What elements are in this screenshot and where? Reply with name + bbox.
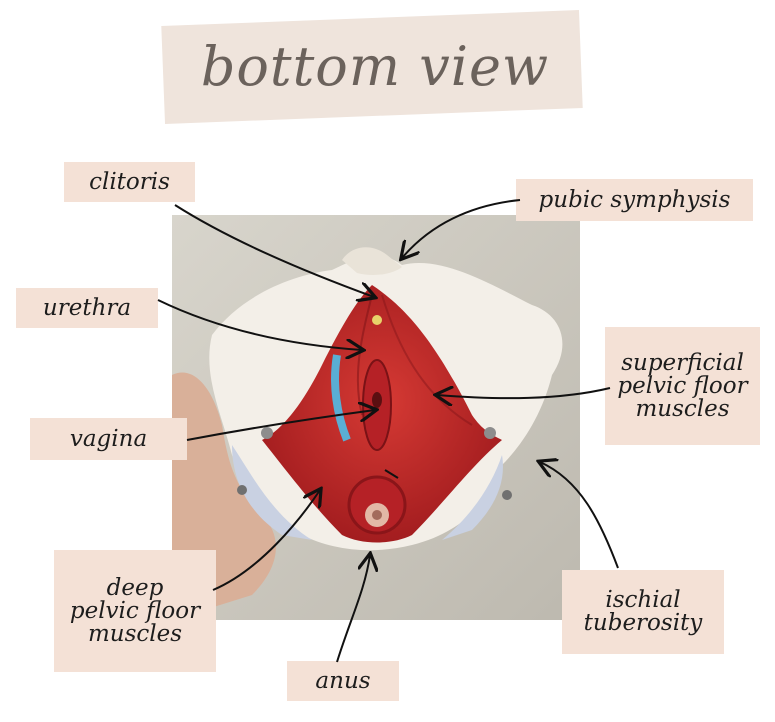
label-pubic-symphysis: pubic symphysis [516, 179, 753, 221]
page-title: bottom view [200, 35, 550, 98]
label-anus: anus [287, 661, 399, 701]
pelvis-model-photo [172, 215, 580, 620]
label-deep-pelvic-floor-muscles: deep pelvic floor muscles [54, 550, 216, 672]
label-urethra: urethra [16, 288, 158, 328]
label-ischial-tuberosity: ischial tuberosity [562, 570, 724, 654]
label-vagina: vagina [30, 418, 187, 460]
label-superficial-pelvic-floor-muscles: superficial pelvic floor muscles [605, 327, 760, 445]
label-clitoris: clitoris [64, 162, 195, 202]
